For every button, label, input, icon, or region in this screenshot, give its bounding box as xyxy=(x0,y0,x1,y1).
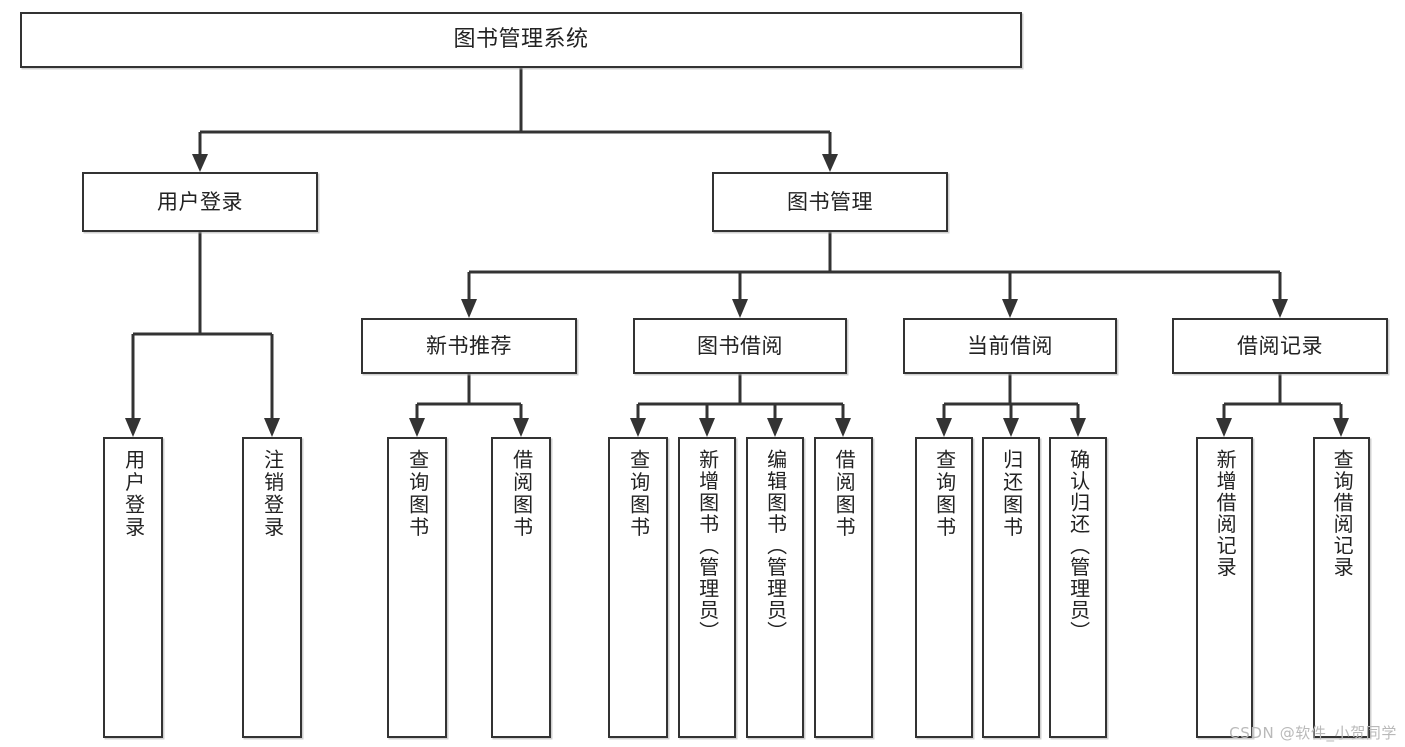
connector-borrow-record-to-leaves xyxy=(1216,374,1349,437)
node-book-management[interactable]: 图书管理 xyxy=(712,172,948,232)
node-user-login[interactable]: 用户登录 xyxy=(82,172,318,232)
node-label: 借阅记录 xyxy=(1237,333,1323,358)
node-label: 新增借阅记录 xyxy=(1213,449,1238,578)
leaf-record-add-borrow-record[interactable]: 新增借阅记录 xyxy=(1196,437,1253,738)
node-root-book-management-system[interactable]: 图书管理系统 xyxy=(20,12,1022,68)
node-label: 当前借阅 xyxy=(967,333,1053,358)
leaf-borrow-edit-book-admin[interactable]: 编辑图书（管理员） xyxy=(746,437,804,738)
node-current-borrow[interactable]: 当前借阅 xyxy=(903,318,1117,374)
leaf-recommend-query-book[interactable]: 查询图书 xyxy=(387,437,447,738)
connector-new-book-rec-to-leaves xyxy=(409,374,529,437)
leaf-user-login[interactable]: 用户登录 xyxy=(103,437,163,738)
csdn-watermark: CSDN @软件_小贺同学 xyxy=(1229,724,1397,742)
node-label: 注销登录 xyxy=(260,449,285,539)
node-label: 查询图书 xyxy=(405,449,430,539)
connector-book-borrow-to-leaves xyxy=(630,374,851,437)
node-label: 归还图书 xyxy=(999,449,1024,539)
leaf-recommend-borrow-book[interactable]: 借阅图书 xyxy=(491,437,551,738)
connector-current-borrow-to-leaves xyxy=(936,374,1086,437)
node-label: 图书借阅 xyxy=(697,333,783,358)
node-book-borrow[interactable]: 图书借阅 xyxy=(633,318,847,374)
leaf-record-query-borrow-record[interactable]: 查询借阅记录 xyxy=(1313,437,1370,738)
leaf-current-return-book[interactable]: 归还图书 xyxy=(982,437,1040,738)
leaf-borrow-query-book[interactable]: 查询图书 xyxy=(608,437,668,738)
leaf-current-confirm-return-admin[interactable]: 确认归还（管理员） xyxy=(1049,437,1107,738)
leaf-current-query-book[interactable]: 查询图书 xyxy=(915,437,973,738)
node-label: 新书推荐 xyxy=(426,333,512,358)
node-label: 用户登录 xyxy=(157,189,243,214)
connector-book-manage-to-level3 xyxy=(461,232,1288,318)
leaf-borrow-lend-book[interactable]: 借阅图书 xyxy=(814,437,873,738)
node-new-book-recommendation[interactable]: 新书推荐 xyxy=(361,318,577,374)
leaf-borrow-add-book-admin[interactable]: 新增图书（管理员） xyxy=(678,437,736,738)
node-label: 借阅图书 xyxy=(509,449,534,539)
connector-user-login-to-leaves xyxy=(125,232,280,437)
node-label: 用户登录 xyxy=(121,449,146,539)
connector-root-to-level2 xyxy=(192,68,838,172)
node-label: 确认归还（管理员） xyxy=(1066,449,1091,643)
leaf-user-logout[interactable]: 注销登录 xyxy=(242,437,302,738)
node-label: 编辑图书（管理员） xyxy=(763,449,788,643)
node-label: 借阅图书 xyxy=(832,449,857,539)
node-borrow-record[interactable]: 借阅记录 xyxy=(1172,318,1388,374)
node-label: 查询图书 xyxy=(626,449,651,539)
node-label: 查询图书 xyxy=(932,449,957,539)
node-label: 新增图书（管理员） xyxy=(695,449,720,643)
node-label: 图书管理 xyxy=(787,189,873,214)
node-label: 图书管理系统 xyxy=(453,27,589,53)
node-label: 查询借阅记录 xyxy=(1330,449,1355,578)
